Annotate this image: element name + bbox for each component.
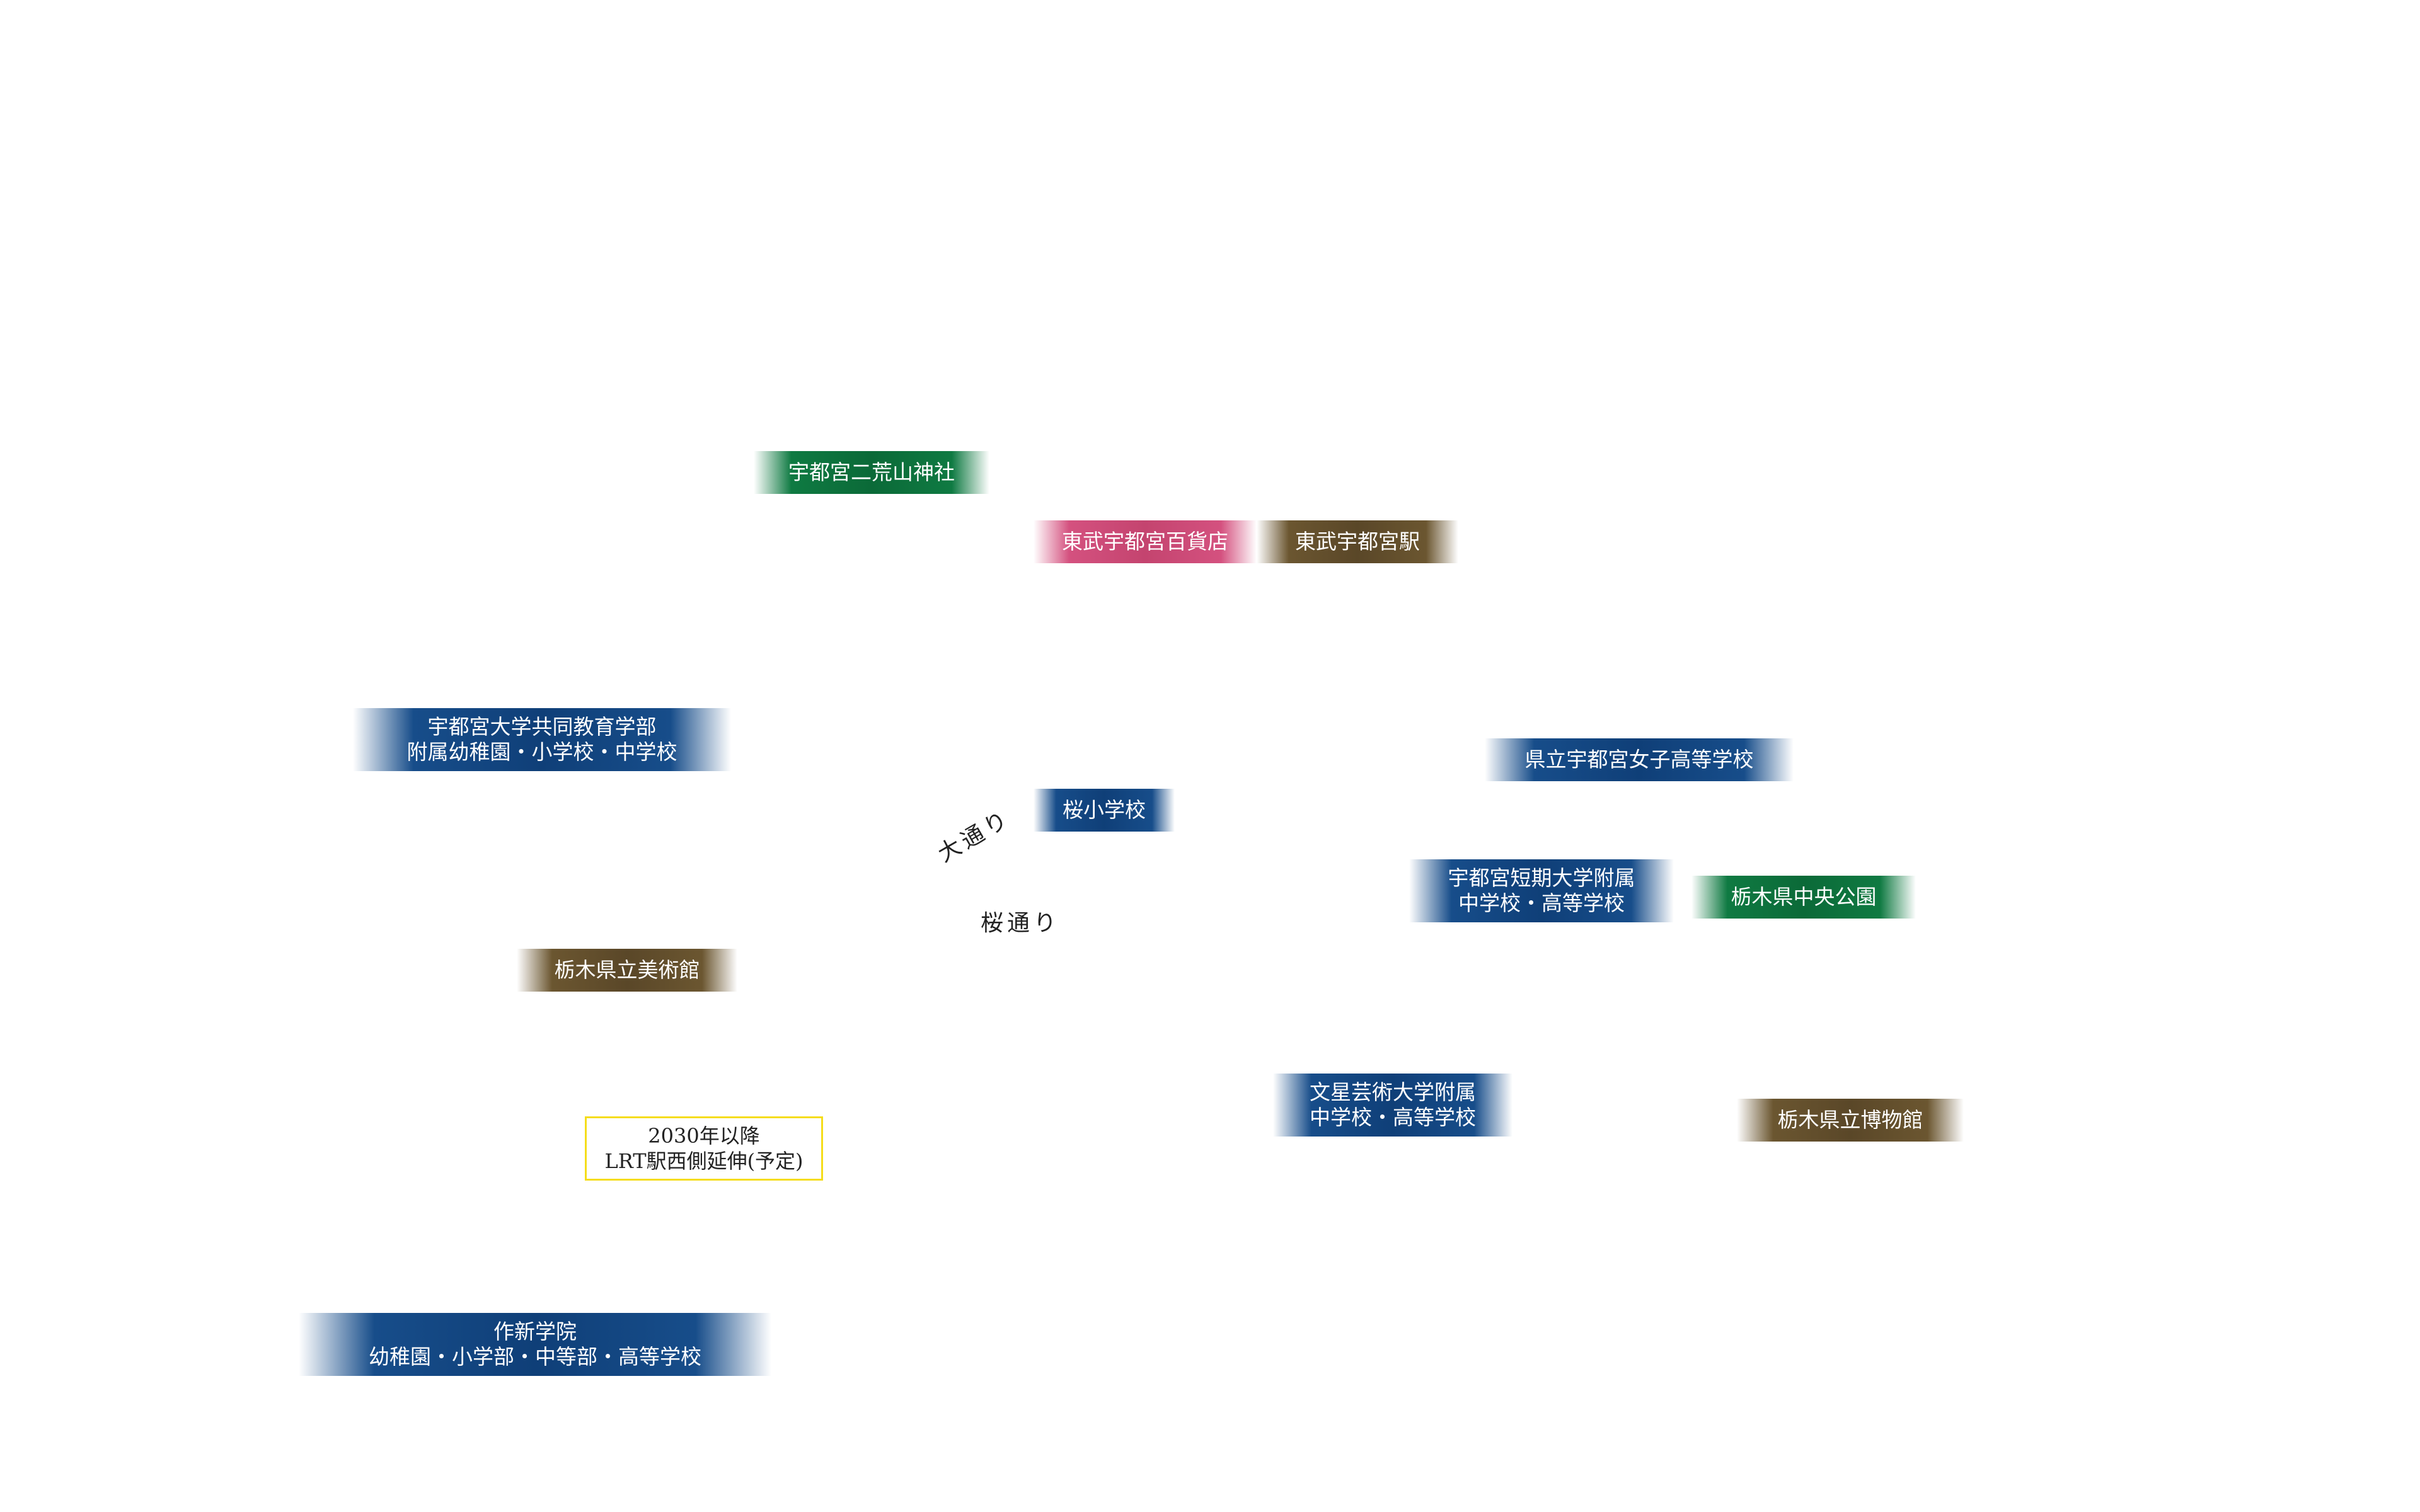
lrt-note-line1: 2030年以降 xyxy=(648,1124,760,1148)
tobu-department-store-label: 東武宇都宮百貨店 xyxy=(1034,520,1257,563)
lrt-note-line2: LRT駅西側延伸(予定) xyxy=(604,1149,804,1173)
tobu-station-label: 東武宇都宮駅 xyxy=(1257,520,1458,563)
prefectural-girls-high-text: 県立宇都宮女子高等学校 xyxy=(1524,747,1754,772)
art-museum-label: 栃木県立美術館 xyxy=(517,949,737,992)
utsunomiya-university-line2: 附属幼稚園・小学校・中学校 xyxy=(406,740,677,764)
prefectural-museum-text: 栃木県立博物館 xyxy=(1777,1108,1923,1132)
odori-road-label: 大通り xyxy=(931,800,1016,868)
futaarayama-shrine-text: 宇都宮二荒山神社 xyxy=(788,460,955,484)
sakushin-line2: 幼稚園・小学部・中等部・高等学校 xyxy=(369,1344,701,1369)
sakura-dori-road-label: 桜通り xyxy=(981,905,1060,937)
tobu-department-store-text: 東武宇都宮百貨店 xyxy=(1062,529,1228,554)
tobu-station-text: 東武宇都宮駅 xyxy=(1295,529,1420,554)
art-museum-text: 栃木県立美術館 xyxy=(554,958,700,982)
sakushin-gakuin-label: 作新学院 幼稚園・小学部・中等部・高等学校 xyxy=(299,1313,771,1376)
odori-road-text: 大通り xyxy=(933,805,1016,868)
bunsei-label: 文星芸術大学附属 中学校・高等学校 xyxy=(1273,1074,1512,1137)
utsunomiya-university-label: 宇都宮大学共同教育学部 附属幼稚園・小学校・中学校 xyxy=(353,708,731,771)
bunsei-line2: 中学校・高等学校 xyxy=(1310,1105,1476,1130)
sakura-dori-road-text: 桜通り xyxy=(981,910,1061,936)
prefectural-girls-high-label: 県立宇都宮女子高等学校 xyxy=(1485,738,1794,781)
junior-college-line2: 中学校・高等学校 xyxy=(1458,891,1625,915)
prefectural-museum-label: 栃木県立博物館 xyxy=(1737,1099,1964,1142)
sakura-elementary-label: 桜小学校 xyxy=(1034,789,1175,832)
bunsei-line1: 文星芸術大学附属 xyxy=(1310,1080,1476,1104)
sakushin-line1: 作新学院 xyxy=(493,1319,577,1344)
lrt-extension-note: 2030年以降 LRT駅西側延伸(予定) xyxy=(585,1116,823,1181)
central-park-label: 栃木県中央公園 xyxy=(1691,876,1916,919)
futaarayama-shrine-label: 宇都宮二荒山神社 xyxy=(754,451,989,494)
junior-college-label: 宇都宮短期大学附属 中学校・高等学校 xyxy=(1409,859,1674,922)
utsunomiya-university-line1: 宇都宮大学共同教育学部 xyxy=(427,714,657,739)
junior-college-line1: 宇都宮短期大学附属 xyxy=(1448,866,1635,890)
sakura-elementary-text: 桜小学校 xyxy=(1063,798,1146,822)
central-park-text: 栃木県中央公園 xyxy=(1731,885,1877,909)
